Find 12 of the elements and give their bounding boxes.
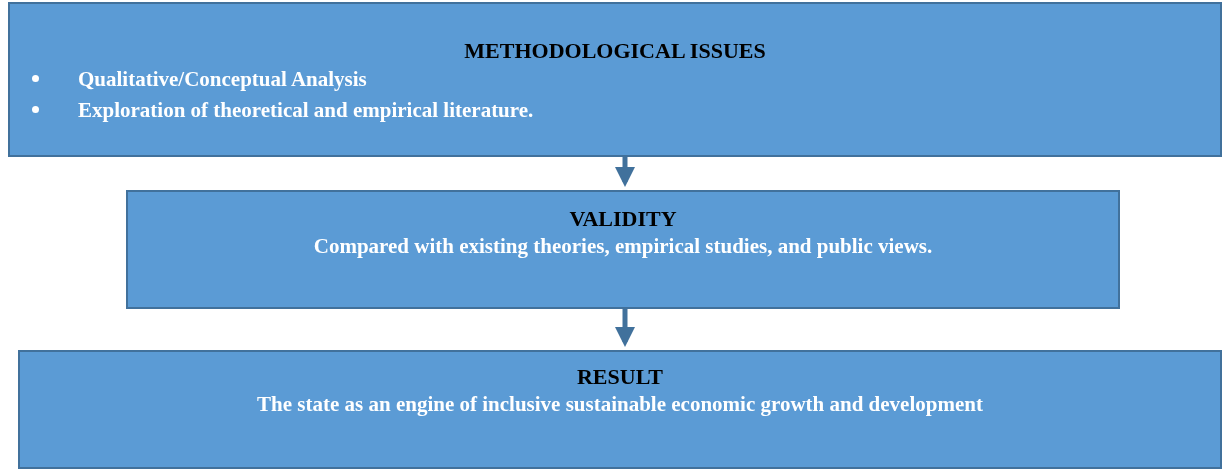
arrow [615,309,635,347]
process-box [126,190,1120,309]
arrow [615,157,635,187]
bullet-item: Qualitative/Conceptual Analysis [78,64,1220,95]
box-text: Compared with existing theories, empirical studies, and public views. [312,233,934,260]
box-heading: VALIDITY [568,206,678,232]
process-box [18,350,1222,469]
box-text: The state as an engine of inclusive sustainable economic growth and development [256,391,984,418]
process-box [8,2,1222,157]
box-heading: METHODOLOGICAL ISSUES [463,38,767,64]
box-heading: RESULT [576,364,664,390]
bullet-item: Exploration of theoretical and empirical literature. [78,95,1220,126]
